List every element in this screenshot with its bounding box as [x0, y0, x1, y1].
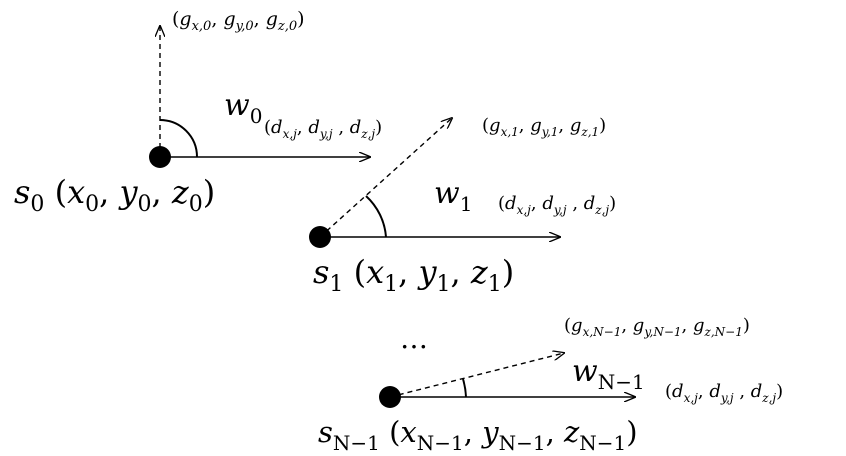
weight-vector-0-label: w0: [224, 88, 262, 128]
node-s1-dot: [309, 226, 331, 248]
gradient-vector-N-1-arrow: [389, 353, 564, 398]
node-s0-group: (gx,0, gy,0, gz,0) w0 (dx,j, dy,j , dz,j…: [14, 8, 382, 217]
node-s1-group: (gx,1, gy,1, gz,1) w1 (dx,j, dy,j , dz,j…: [309, 115, 616, 297]
node-sN-1-dot: [379, 386, 401, 408]
gradient-vector-0-label: (gx,0, gy,0, gz,0): [172, 8, 305, 34]
weight-vector-N-1-direction: (dx,j, dy,j , dz,j): [665, 381, 783, 405]
ellipsis: …: [400, 322, 428, 355]
node-sN-1-label: sN−1 (xN−1, yN−1, zN−1): [318, 415, 638, 455]
gradient-vector-1-arrow: [319, 118, 452, 238]
node-s0-dot: [149, 146, 171, 168]
weight-vector-1-direction: (dx,j, dy,j , dz,j): [498, 193, 616, 217]
weight-vector-N-1-label: wN−1: [572, 354, 645, 394]
angle-arc-1: [365, 195, 387, 238]
angle-arc-N-1: [462, 378, 467, 398]
node-s0-label: s0 (x0, y0, z0): [14, 173, 215, 217]
angle-arc-0: [159, 119, 198, 158]
weight-vector-1-label: w1: [434, 176, 472, 216]
node-sN-1-group: (gx,N−1, gy,N−1, gz,N−1) wN−1 (dx,j, dy,…: [318, 315, 783, 455]
weight-vector-0-direction: (dx,j, dy,j , dz,j): [264, 117, 382, 141]
gradient-vector-N-1-label: (gx,N−1, gy,N−1, gz,N−1): [564, 315, 750, 339]
node-s1-label: s1 (x1, y1, z1): [313, 253, 514, 297]
gradient-vector-1-label: (gx,1, gy,1, gz,1): [482, 115, 606, 139]
